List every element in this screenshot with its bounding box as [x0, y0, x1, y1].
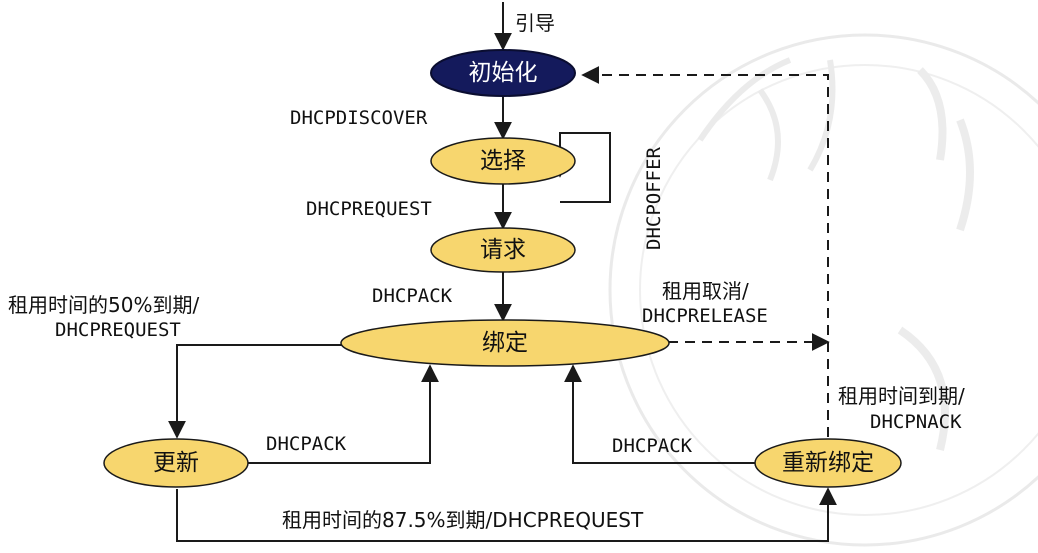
bottom-condition-label: 租用时间的87.5%到期/DHCPREQUEST: [282, 508, 644, 532]
node-rebind: 重新绑定: [754, 438, 902, 488]
node-init: 初始化: [430, 49, 576, 97]
boot-label: 引导: [515, 11, 555, 35]
node-renew-label: 更新: [153, 450, 199, 476]
node-request: 请求: [430, 227, 576, 273]
bottom-path: [176, 487, 837, 542]
cancel-condition-line1: 租用取消/: [662, 279, 749, 303]
expire-dashed-path: [581, 66, 829, 437]
node-renew: 更新: [103, 438, 249, 488]
expire-condition-line1: 租用时间到期/: [838, 384, 965, 408]
dhcpdiscover-label: DHCPDISCOVER: [290, 107, 428, 129]
node-init-label: 初始化: [469, 60, 538, 86]
expire-condition-line2: DHCPNACK: [870, 411, 962, 433]
renew-condition-line2: DHCPREQUEST: [55, 319, 181, 341]
cancel-condition-line2: DHCPRELEASE: [642, 305, 768, 327]
dhcprequest-label: DHCPREQUEST: [306, 198, 432, 220]
node-bound: 绑定: [340, 319, 670, 367]
dhcpack-left-label: DHCPACK: [266, 433, 347, 455]
dhcpoffer-label: DHCPOFFER: [643, 146, 665, 250]
node-select-label: 选择: [480, 148, 526, 174]
dhcpack-right-label: DHCPACK: [612, 435, 693, 457]
dhcpack-top-label: DHCPACK: [372, 285, 453, 307]
node-select: 选择: [430, 137, 576, 185]
renew-path: [168, 344, 342, 439]
rebind-ack-path: [564, 364, 755, 464]
node-bound-label: 绑定: [482, 330, 528, 356]
renew-condition-line1: 租用时间的50%到期/: [8, 293, 199, 317]
connectors: [168, 2, 837, 542]
node-request-label: 请求: [480, 237, 526, 263]
university-seal-watermark: [608, 33, 1038, 547]
renew-ack-path: [246, 364, 439, 464]
node-rebind-label: 重新绑定: [782, 450, 874, 476]
